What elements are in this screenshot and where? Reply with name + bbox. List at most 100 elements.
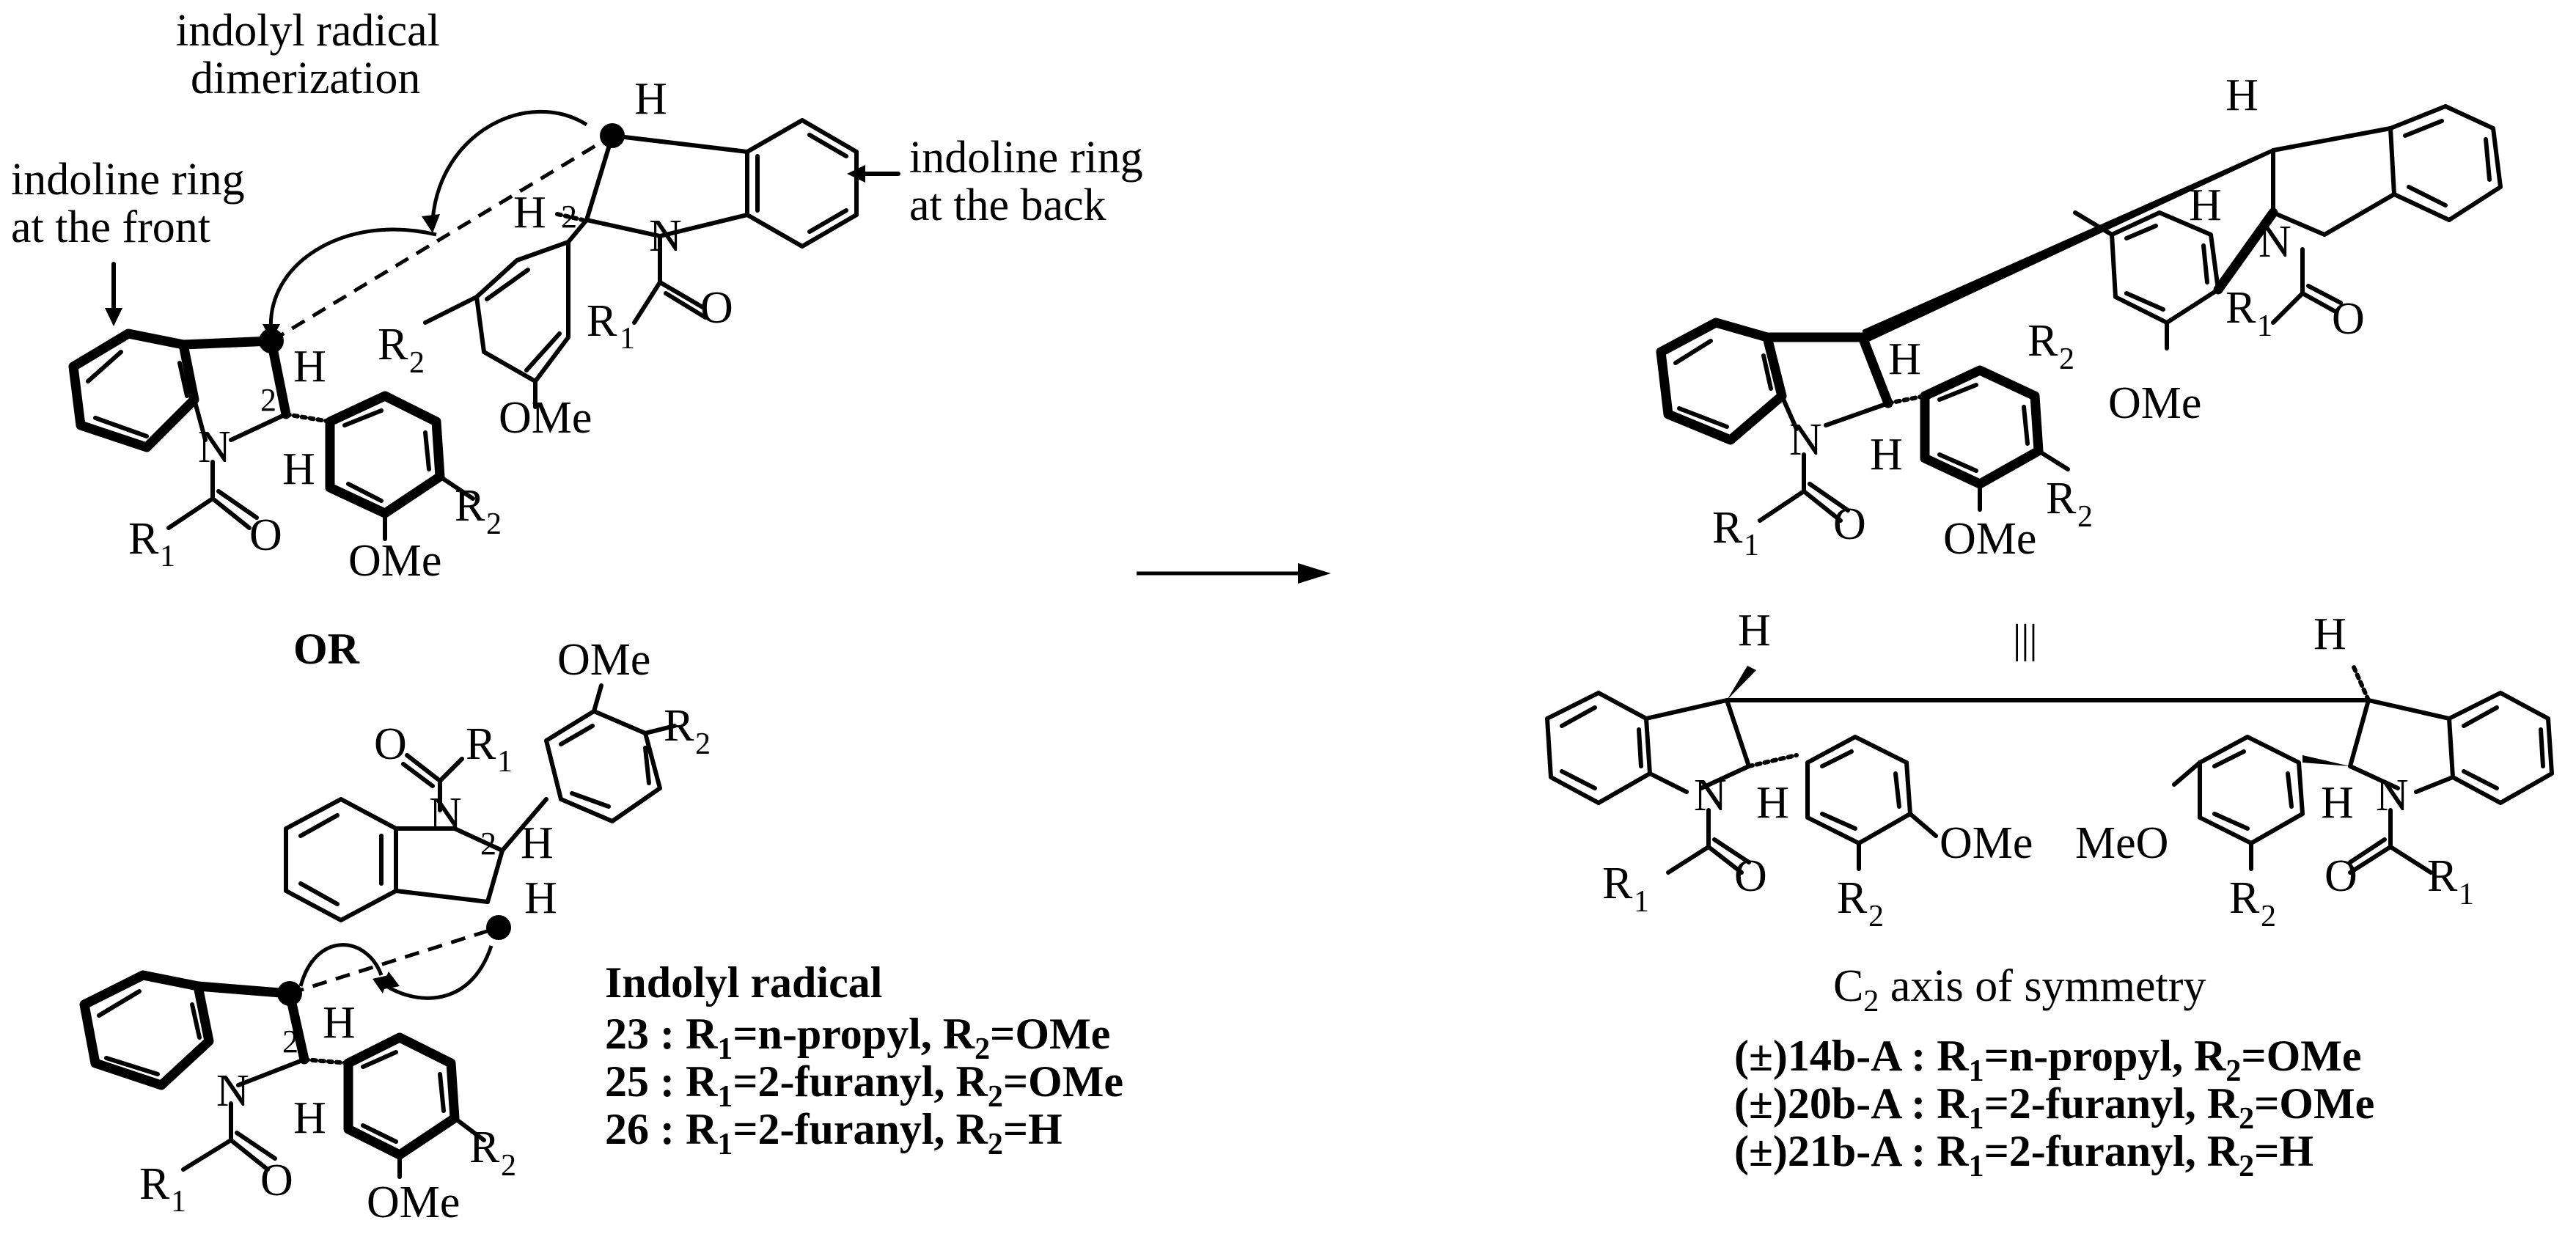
atom-H: H (1756, 778, 1789, 828)
line-text: =2-furanyl, R (733, 1105, 988, 1153)
atom-H: H (293, 1093, 326, 1143)
atom-N: N (1694, 771, 1727, 820)
atom-OMe: OMe (2108, 378, 2201, 428)
subscript: 2 (486, 507, 502, 541)
atom-OMe: OMe (557, 635, 650, 685)
product-entry: (±)14b-A : R1=n-propyl, R2=OMe (1734, 1032, 2362, 1088)
radical-entry: 23 : R1=n-propyl, R2=OMe (605, 1010, 1110, 1066)
subscript: 2 (988, 1128, 1003, 1161)
arrowhead (1298, 563, 1331, 584)
subscript: 1 (717, 1128, 733, 1161)
subscript: 1 (2257, 309, 2272, 343)
subscript: 1 (1969, 1150, 1984, 1183)
atom-O: O (1833, 499, 1866, 549)
subscript: 1 (1969, 1054, 1984, 1088)
equivalence-sign: ||| (2013, 617, 2038, 662)
atom-H: H (282, 444, 315, 494)
subscript: 2 (2059, 342, 2074, 376)
symmetry-c: C (1833, 961, 1863, 1011)
atom-R: R (1712, 503, 1743, 553)
curved-arrow (430, 109, 588, 221)
line-text: =n-propyl, R (1984, 1032, 2226, 1080)
arrowhead (847, 165, 865, 183)
symmetry-text: axis of symmetry (1879, 961, 2206, 1011)
atom-H: H (2321, 778, 2354, 828)
symmetry-subscript: 2 (1863, 985, 1879, 1018)
atom-H: H (513, 188, 546, 238)
subscript: 2 (2225, 1054, 2241, 1088)
anisyl-ring-front-2 (302, 1032, 486, 1179)
subscript: 1 (171, 1185, 186, 1219)
atom-H: H (634, 74, 667, 124)
wedge-bond (2302, 755, 2350, 766)
atom-H: H (2313, 609, 2346, 659)
atom-R: R (587, 296, 617, 346)
subscript: 2 (988, 1080, 1003, 1114)
line-text: =H (2254, 1127, 2313, 1175)
atom-N: N (2258, 217, 2291, 267)
radical-list-title: Indolyl radical (605, 958, 882, 1007)
atom-MeO: MeO (2075, 818, 2168, 868)
atom-N: N (216, 1066, 249, 1116)
line-text: =H (1003, 1105, 1063, 1153)
radical-entry: 25 : R1=2-furanyl, R2=OMe (605, 1057, 1123, 1114)
curved-arrow (268, 227, 437, 334)
or-label: OR (293, 625, 360, 673)
indoline-front-2 (79, 970, 309, 1172)
subscript: 2 (2077, 500, 2093, 534)
atom-OMe: OMe (348, 536, 441, 586)
atom-R: R (469, 1123, 500, 1172)
annotation-dimerization: indolyl radical (176, 6, 440, 56)
subscript: 1 (2459, 878, 2474, 911)
product-perspective (1656, 104, 2503, 523)
atom-N: N (429, 789, 462, 839)
atom-R: R (2427, 851, 2458, 901)
atom-R: R (2229, 873, 2260, 923)
annotation-front: at the front (11, 202, 210, 252)
atom-O: O (374, 719, 407, 769)
atom-O: O (2324, 851, 2357, 901)
anisyl-ring-back (423, 218, 589, 409)
indoline-front (68, 328, 291, 530)
atom-R: R (1602, 859, 1633, 908)
atom-N: N (198, 422, 231, 472)
indoline-back (584, 118, 859, 325)
indoline-back-2 (284, 753, 504, 922)
atom-O: O (2332, 294, 2365, 344)
atom-R: R (2028, 316, 2058, 366)
subscript: 1 (160, 540, 175, 573)
subscript: 1 (620, 322, 635, 356)
subscript: 2 (501, 1149, 516, 1183)
curved-arrow (380, 945, 493, 1000)
hashed-bond (555, 212, 585, 222)
subscript: 1 (1634, 885, 1649, 919)
atom-OMe: OMe (499, 393, 592, 443)
atom-R: R (466, 719, 496, 769)
atom-O: O (249, 510, 282, 560)
atom-H: H (1738, 606, 1771, 655)
atom-H: H (2225, 70, 2258, 120)
line-text: =2-furanyl, R (1984, 1127, 2239, 1175)
atom-OMe: OMe (1940, 818, 2033, 868)
annotation-front: indoline ring (11, 155, 245, 205)
wedge-bond (1863, 148, 2273, 345)
line-text: 26 : R (605, 1105, 718, 1153)
product-list: (±)14b-A : R1=n-propyl, R2=OMe(±)20b-A :… (1734, 1032, 2374, 1183)
atom-H: H (524, 873, 557, 923)
product-entry: (±)20b-A : R1=2-furanyl, R2=OMe (1734, 1079, 2374, 1136)
subscript: 1 (497, 745, 513, 779)
wedge-bond (1727, 666, 1756, 700)
arrowhead (263, 324, 280, 341)
line-text: (±)21b-A : R (1734, 1127, 1969, 1175)
line-text: =2-furanyl, R (1984, 1079, 2239, 1128)
line-text: (±)20b-A : R (1734, 1079, 1969, 1128)
line-text: 25 : R (605, 1057, 718, 1106)
symmetry-label: C2 axis of symmetry (1833, 961, 2206, 1018)
atom-R: R (139, 1159, 170, 1209)
dimerization-dashed-line (289, 925, 499, 996)
line-text: 23 : R (605, 1010, 718, 1058)
anisyl-ring-front (284, 391, 475, 541)
atom-R: R (2046, 474, 2077, 524)
